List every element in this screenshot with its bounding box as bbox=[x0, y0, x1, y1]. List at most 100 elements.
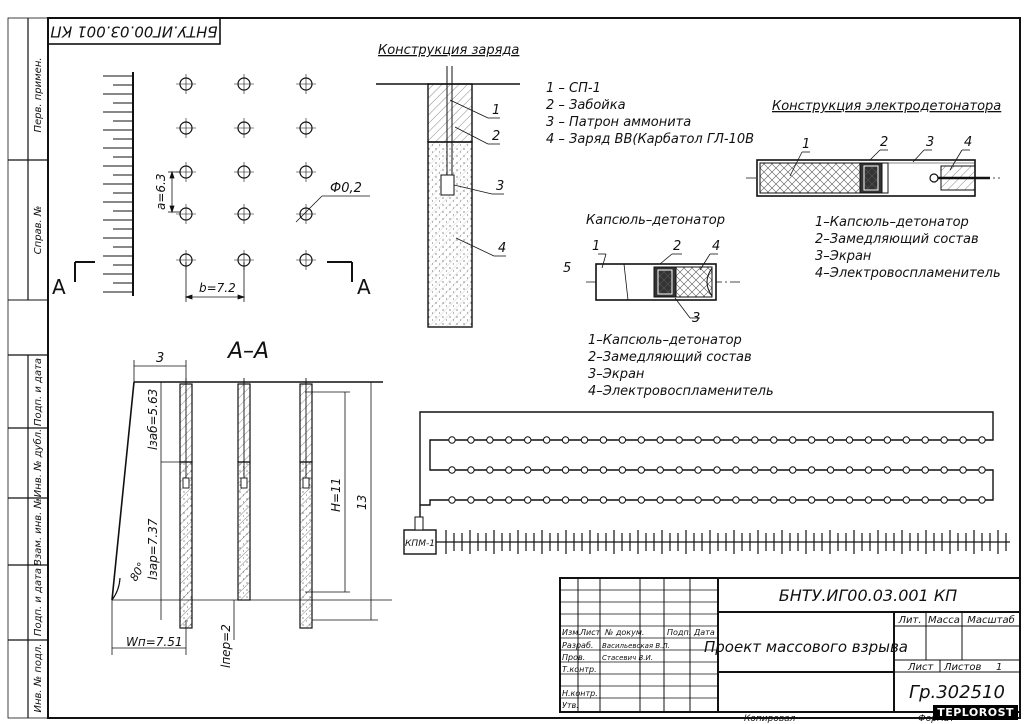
detonator-dot bbox=[618, 466, 627, 474]
detonator-dot bbox=[656, 466, 664, 474]
charge-callout: 2 bbox=[492, 129, 500, 144]
detonator-dot bbox=[656, 496, 664, 504]
role-name: Стасевич В.И. bbox=[602, 654, 653, 662]
cable-ticks bbox=[436, 530, 1010, 554]
detonator-dot bbox=[448, 466, 456, 474]
detonator-dot bbox=[694, 436, 702, 444]
detonator-dot bbox=[732, 436, 740, 444]
detonator-dot bbox=[826, 466, 835, 474]
detonator-dot bbox=[675, 436, 683, 444]
dim-b bbox=[184, 262, 246, 302]
capsule-callout: 2 bbox=[673, 239, 681, 254]
section-mark-left: A bbox=[52, 275, 66, 299]
detonator-dot bbox=[732, 496, 740, 504]
electro-callout: 2 bbox=[880, 135, 888, 150]
electrodetonator: Конструкция электродетонатора 1 2 3 4 1–… bbox=[746, 99, 1001, 281]
detonator-dot bbox=[505, 496, 513, 504]
detonator-dot bbox=[978, 436, 986, 444]
lzab-label: lзаб=5.63 bbox=[146, 389, 160, 450]
electro-callout: 1 bbox=[802, 137, 810, 152]
detonator-dot bbox=[864, 496, 873, 504]
sheets-header: Листов bbox=[943, 662, 981, 673]
detonator-dot bbox=[599, 496, 608, 504]
detonator-dot bbox=[561, 496, 570, 504]
scale-header: Масштаб bbox=[967, 614, 1015, 626]
section-mark-right: A bbox=[357, 275, 371, 299]
detonator-dot bbox=[637, 436, 645, 444]
charge-fill bbox=[180, 462, 192, 628]
role-label: Т.контр. bbox=[562, 665, 597, 674]
col-header: Изм. bbox=[562, 628, 581, 637]
mass-header: Масса bbox=[928, 615, 960, 626]
side-label: Справ. № bbox=[33, 206, 44, 255]
detonator-dot bbox=[675, 496, 683, 504]
rotated-stamp: БНТУ.ИГ00.03.001 КП bbox=[47, 17, 221, 45]
dim-b-label: b=7.2 bbox=[199, 281, 236, 295]
detonator-dot bbox=[542, 466, 551, 474]
dim-top-label: 3 bbox=[156, 351, 164, 366]
side-strip bbox=[8, 18, 48, 718]
dim-a-label: a=6.3 bbox=[154, 174, 168, 211]
detonator-dot bbox=[580, 496, 589, 504]
capsule-callout: 4 bbox=[712, 239, 720, 254]
holes-grid bbox=[176, 74, 316, 270]
lper-label: lпер=2 bbox=[219, 624, 233, 668]
diameter-label: Ф0,2 bbox=[330, 181, 362, 196]
lit-header: Лит. bbox=[897, 615, 921, 626]
sheets-count: 1 bbox=[996, 662, 1002, 673]
charge-callout: 3 bbox=[496, 179, 504, 194]
doc-code: БНТУ.ИГ00.03.001 КП bbox=[779, 586, 957, 605]
detonator-dot bbox=[467, 436, 475, 444]
detonator-dot bbox=[883, 496, 892, 504]
detonator-dot bbox=[637, 496, 645, 504]
detonator-dot bbox=[940, 496, 948, 504]
electro-legend-item: 2–Замедляющий состав bbox=[815, 232, 979, 247]
depth-label: 13 bbox=[355, 495, 369, 510]
detonator-dot bbox=[542, 436, 551, 444]
detonator-dot bbox=[845, 436, 854, 444]
copied-label: Копировал bbox=[744, 714, 796, 724]
detonator-dot bbox=[751, 466, 759, 474]
side-label: Подп. и дата bbox=[33, 358, 44, 426]
capsule-legend-item: 4–Электровоспламенитель bbox=[588, 384, 774, 399]
charge-legend-item: 4 – Заряд ВВ(Карбатол ГЛ-10В bbox=[546, 132, 754, 147]
detonator-dot bbox=[713, 466, 721, 474]
charge-fill bbox=[238, 462, 250, 600]
charge-legend-item: 3 – Патрон аммонита bbox=[546, 115, 691, 130]
detonator-dot bbox=[751, 436, 759, 444]
detonator-dot bbox=[561, 436, 570, 444]
charge-construction: Конструкция заряда 1 2 3 4 1 – СП-1 2 – … bbox=[376, 43, 754, 328]
section-holes bbox=[179, 378, 313, 629]
group-label: Гр.302510 bbox=[909, 682, 1005, 703]
detonator-dot bbox=[524, 436, 532, 444]
blasting-circuit: КПМ-1 bbox=[403, 411, 1010, 555]
side-label: Инв. № дубл. bbox=[32, 429, 44, 497]
detonator-dot bbox=[524, 496, 532, 504]
detonator-dot bbox=[618, 436, 627, 444]
side-label: Взам. инв. № bbox=[33, 498, 44, 566]
detonator-dot bbox=[864, 436, 873, 444]
detonator-dot bbox=[713, 496, 721, 504]
detonator-dot bbox=[505, 466, 513, 474]
electro-legend-item: 1–Капсюль–детонатор bbox=[815, 215, 969, 230]
detonator-dot bbox=[807, 436, 816, 444]
title-block: БНТУ.ИГ00.03.001 КП Проект массового взр… bbox=[559, 577, 1021, 724]
primer-cartridge bbox=[240, 477, 248, 489]
detonator-dot bbox=[807, 496, 816, 504]
role-label: Пров. bbox=[562, 653, 585, 662]
charge-callout: 4 bbox=[498, 241, 506, 256]
detonator-dot bbox=[789, 436, 797, 444]
section-title: A–A bbox=[226, 339, 269, 364]
bench-ticks bbox=[103, 75, 133, 293]
detonator-dot bbox=[959, 496, 967, 504]
primer-cartridge bbox=[182, 477, 190, 489]
project-name: Проект массового взрыва bbox=[704, 638, 908, 656]
detonator-dot bbox=[561, 466, 570, 474]
detonator-dot bbox=[713, 436, 721, 444]
detonator-dot bbox=[770, 436, 778, 444]
electro-title: Конструкция электродетонатора bbox=[772, 99, 1001, 114]
rotated-stamp-text: БНТУ.ИГ00.03.001 КП bbox=[50, 23, 217, 41]
col-header: Подп. bbox=[667, 628, 691, 637]
detonator-dot bbox=[883, 436, 892, 444]
detonator-dot bbox=[902, 466, 910, 474]
